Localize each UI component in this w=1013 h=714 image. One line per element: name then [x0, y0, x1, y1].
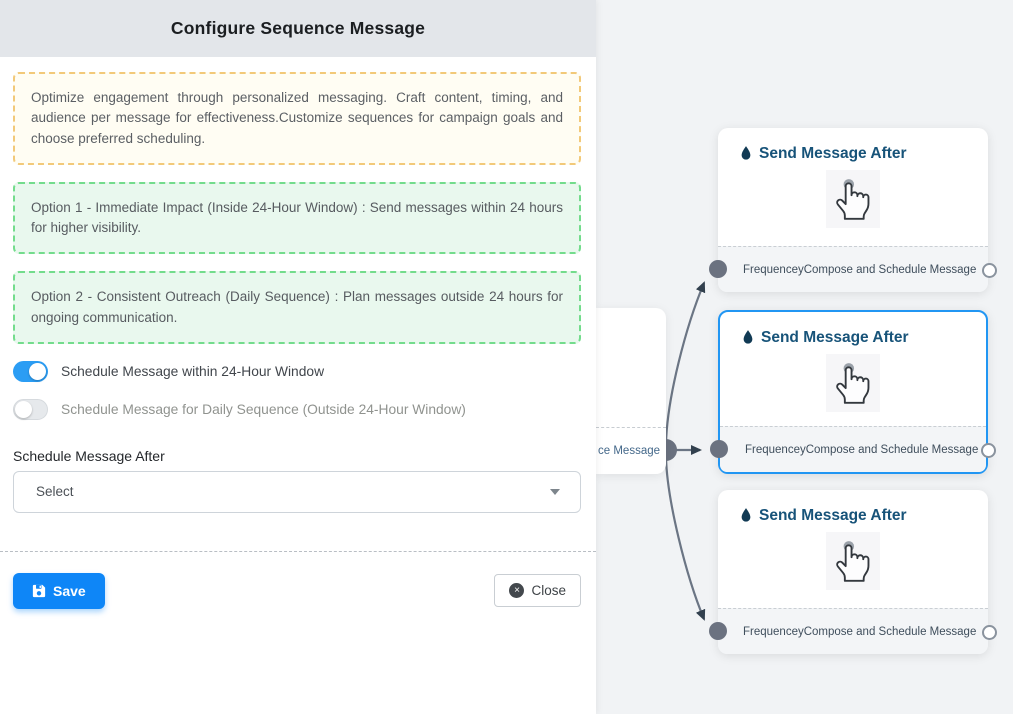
output-connector[interactable] — [981, 443, 996, 458]
node-header: Send Message After — [718, 128, 988, 163]
schedule-after-label: Schedule Message After — [13, 447, 165, 464]
hand-pointer-icon — [836, 179, 870, 220]
input-connector[interactable] — [709, 622, 727, 640]
node-title: Send Message After — [761, 329, 909, 346]
input-connector[interactable] — [710, 440, 728, 458]
edge-to-top-node — [664, 281, 706, 445]
node-footer: Frequencey Compose and Schedule Message — [718, 608, 988, 654]
upstream-node-partial[interactable]: ce Message — [596, 308, 666, 474]
select-value: Select — [36, 484, 74, 500]
compose-schedule-label[interactable]: Compose and Schedule Message — [803, 625, 977, 638]
frequency-label[interactable]: Frequencey — [745, 443, 806, 456]
node-action-area[interactable] — [826, 354, 880, 412]
send-message-after-node-3[interactable]: Send Message After Frequencey Compose an… — [709, 490, 997, 654]
panel-header: Configure Sequence Message — [0, 0, 596, 57]
close-button[interactable]: × Close — [494, 574, 581, 608]
compose-schedule-label[interactable]: Compose and Schedule Message — [803, 263, 977, 276]
water-drop-icon — [741, 146, 751, 160]
node-title: Send Message After — [759, 507, 907, 524]
frequency-label[interactable]: Frequencey — [743, 263, 804, 276]
toggle-daily-sequence[interactable] — [13, 398, 48, 420]
output-connector[interactable] — [982, 263, 997, 278]
toggle-row-24hour: Schedule Message within 24-Hour Window — [13, 360, 581, 382]
circle-x-icon: × — [509, 583, 525, 599]
output-connector[interactable] — [982, 625, 997, 640]
frequency-label[interactable]: Frequencey — [743, 625, 804, 638]
toggle-row-daily: Schedule Message for Daily Sequence (Out… — [13, 398, 581, 420]
configure-sequence-panel: Configure Sequence Message Optimize enga… — [0, 0, 596, 609]
option2-banner: Option 2 - Consistent Outreach (Daily Se… — [13, 271, 581, 344]
page-title: Configure Sequence Message — [170, 18, 426, 38]
send-message-after-node-1[interactable]: Send Message After Frequencey Compose an… — [709, 128, 997, 292]
toggle-knob — [15, 401, 32, 419]
compose-schedule-label[interactable]: Compose and Schedule Message — [805, 443, 979, 456]
node-footer: Frequencey Compose and Schedule Message — [718, 246, 988, 292]
water-drop-icon — [741, 508, 751, 522]
node-footer: Frequencey Compose and Schedule Message — [720, 426, 986, 472]
option1-banner: Option 1 - Immediate Impact (Inside 24-H… — [13, 181, 581, 255]
hand-pointer-icon — [836, 541, 870, 582]
hand-pointer-icon — [836, 363, 870, 404]
send-message-after-node-2-selected[interactable]: Send Message After Frequencey Compose an… — [710, 310, 996, 474]
schedule-after-select[interactable]: Select — [13, 470, 581, 513]
footer-divider — [0, 550, 596, 552]
node-action-area[interactable] — [826, 532, 880, 590]
floppy-disk-icon — [32, 584, 46, 597]
node-header: Send Message After — [720, 312, 986, 347]
toggle-24hour-window[interactable] — [13, 360, 48, 382]
toggle-knob — [29, 362, 46, 380]
input-connector[interactable] — [709, 260, 727, 278]
edge-to-bottom-node — [664, 456, 706, 621]
flow-canvas[interactable]: ce Message Send Message After Frequencey… — [596, 0, 1013, 714]
save-button[interactable]: Save — [13, 572, 105, 609]
upstream-footer-label: ce Message — [598, 445, 661, 457]
toggle-daily-label: Schedule Message for Daily Sequence (Out… — [61, 401, 466, 417]
water-drop-icon — [743, 330, 753, 344]
node-title: Send Message After — [759, 145, 907, 162]
node-header: Send Message After — [718, 490, 988, 525]
caret-down-icon — [550, 488, 560, 495]
info-banner: Optimize engagement through personalized… — [13, 72, 581, 165]
toggle-24hour-label: Schedule Message within 24-Hour Window — [61, 363, 325, 379]
save-button-label: Save — [53, 582, 86, 599]
upstream-node-footer: ce Message — [596, 427, 666, 474]
close-button-label: Close — [531, 583, 566, 599]
node-action-area[interactable] — [826, 170, 880, 228]
